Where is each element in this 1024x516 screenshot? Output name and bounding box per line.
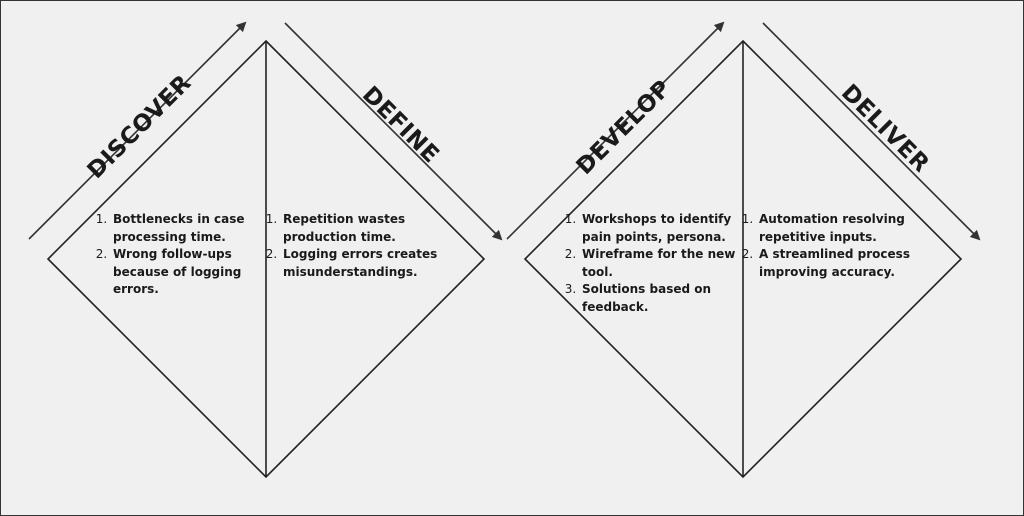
list-item: Wireframe for the new tool.: [580, 246, 750, 281]
list-item: Bottlenecks in case processing time.: [111, 211, 271, 246]
list-item: Logging errors creates misunderstandings…: [281, 246, 471, 281]
list-item: Wrong follow-ups because of logging erro…: [111, 246, 271, 299]
list-item: Repetition wastes production time.: [281, 211, 471, 246]
develop-points: Workshops to identify pain points, perso…: [564, 211, 750, 316]
list-item: Solutions based on feedback.: [580, 281, 750, 316]
define-arrow: [284, 22, 503, 241]
deliver-arrow: [762, 22, 981, 241]
discover-points: Bottlenecks in case processing time. Wro…: [95, 211, 271, 299]
define-points: Repetition wastes production time. Loggi…: [265, 211, 471, 281]
deliver-points: Automation resolving repetitive inputs. …: [741, 211, 937, 281]
list-item: Automation resolving repetitive inputs.: [757, 211, 937, 246]
develop-arrow: [506, 21, 725, 240]
list-item: Workshops to identify pain points, perso…: [580, 211, 750, 246]
discover-arrow: [28, 21, 247, 240]
list-item: A streamlined process improving accuracy…: [757, 246, 937, 281]
